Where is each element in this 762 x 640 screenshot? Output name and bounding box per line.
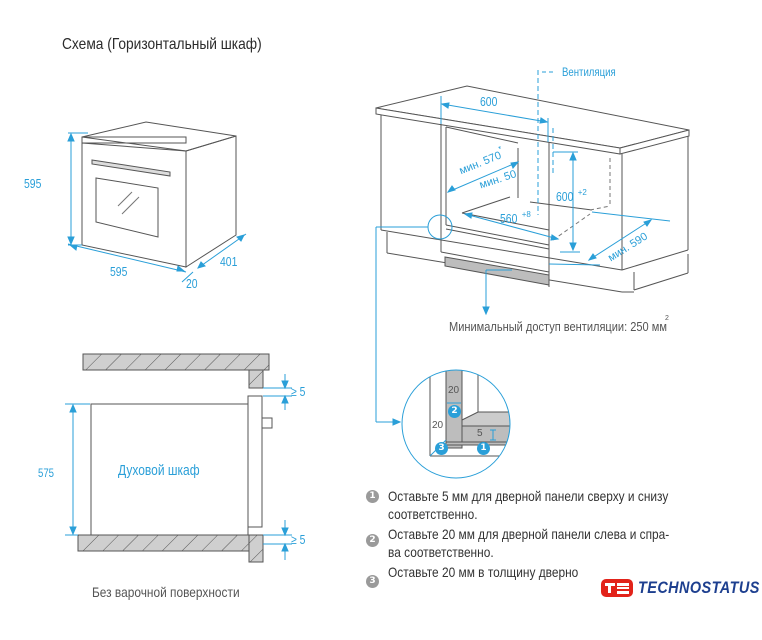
section-caption: Без варочной поверхности xyxy=(92,584,240,600)
width-560-text: 560 xyxy=(500,211,518,227)
height-600-sup: +2 xyxy=(577,188,587,197)
vent-access-text: Минимальный доступ вентиляции: 250 мм xyxy=(449,319,667,334)
cabinet-width-600-label: 600 xyxy=(480,94,498,109)
oven-window xyxy=(95,177,159,238)
detail-circle xyxy=(401,369,511,479)
oven-label: Духовой шкаф xyxy=(118,462,200,479)
logo-text: TECHNOSTATUS xyxy=(638,578,760,597)
vent-opening xyxy=(444,256,550,286)
height-600-text: 600 xyxy=(556,189,574,205)
gap-bottom-label: ≥ 5 xyxy=(291,532,306,547)
gap-top-label: ≥ 5 xyxy=(291,384,306,399)
oven-knob xyxy=(261,417,273,429)
page-title: Схема (Горизонтальный шкаф) xyxy=(62,36,262,53)
note-1-line2: соответственно. xyxy=(388,506,478,522)
note-3-line1: Оставьте 20 мм в толщину дверно xyxy=(388,564,579,580)
oven-door xyxy=(247,395,263,528)
height-600-label: 600+2 xyxy=(556,188,587,206)
top-front-block xyxy=(248,369,264,389)
note-marker-2: 2 xyxy=(366,534,379,547)
detail-20-left: 20 xyxy=(432,420,444,431)
detail-marker-2: 2 xyxy=(448,405,461,418)
bottom-front-block xyxy=(248,534,264,563)
detail-marker-3: 3 xyxy=(435,442,448,455)
note-1-line1: Оставьте 5 мм для дверной панели сверху … xyxy=(388,488,669,504)
note-2-line2: ва соответственно. xyxy=(388,544,494,560)
width-560-sup: +8 xyxy=(521,210,531,219)
width-560-label: 560+8 xyxy=(500,210,531,228)
oven-width-label: 595 xyxy=(110,264,128,279)
ts-logo-mark xyxy=(601,579,633,597)
vent-access-sup: 2 xyxy=(665,315,669,322)
detail-5: 5 xyxy=(477,428,483,439)
oven-side-face xyxy=(185,135,237,268)
ventilation-legend: Вентиляция xyxy=(562,65,616,79)
oven-height-label: 595 xyxy=(24,176,42,191)
oven-door-label: 20 xyxy=(186,276,198,291)
note-item: 3 Оставьте 20 мм в толщину дверно xyxy=(366,564,746,594)
bottom-slab xyxy=(77,534,250,552)
section-height-label: 575 xyxy=(38,466,55,480)
note-item: 2 Оставьте 20 мм для дверной панели слев… xyxy=(366,526,746,564)
note-item: 1 Оставьте 5 мм для дверной панели сверх… xyxy=(366,488,746,526)
oven-handle xyxy=(91,159,171,177)
note-2-line1: Оставьте 20 мм для дверной панели слева … xyxy=(388,526,670,542)
technostatus-logo: TECHNOSTATUS xyxy=(600,575,760,603)
oven-depth-label: 401 xyxy=(220,254,238,269)
oven-body xyxy=(90,403,249,536)
notes-list: 1 Оставьте 5 мм для дверной панели сверх… xyxy=(366,488,746,594)
detail-marker-1: 1 xyxy=(477,442,490,455)
top-slab xyxy=(82,353,270,371)
detail-20-top: 20 xyxy=(448,385,460,396)
note-marker-3: 3 xyxy=(366,575,379,588)
note-marker-1: 1 xyxy=(366,490,379,503)
countertop-side xyxy=(619,129,690,155)
oven-front xyxy=(81,136,187,144)
